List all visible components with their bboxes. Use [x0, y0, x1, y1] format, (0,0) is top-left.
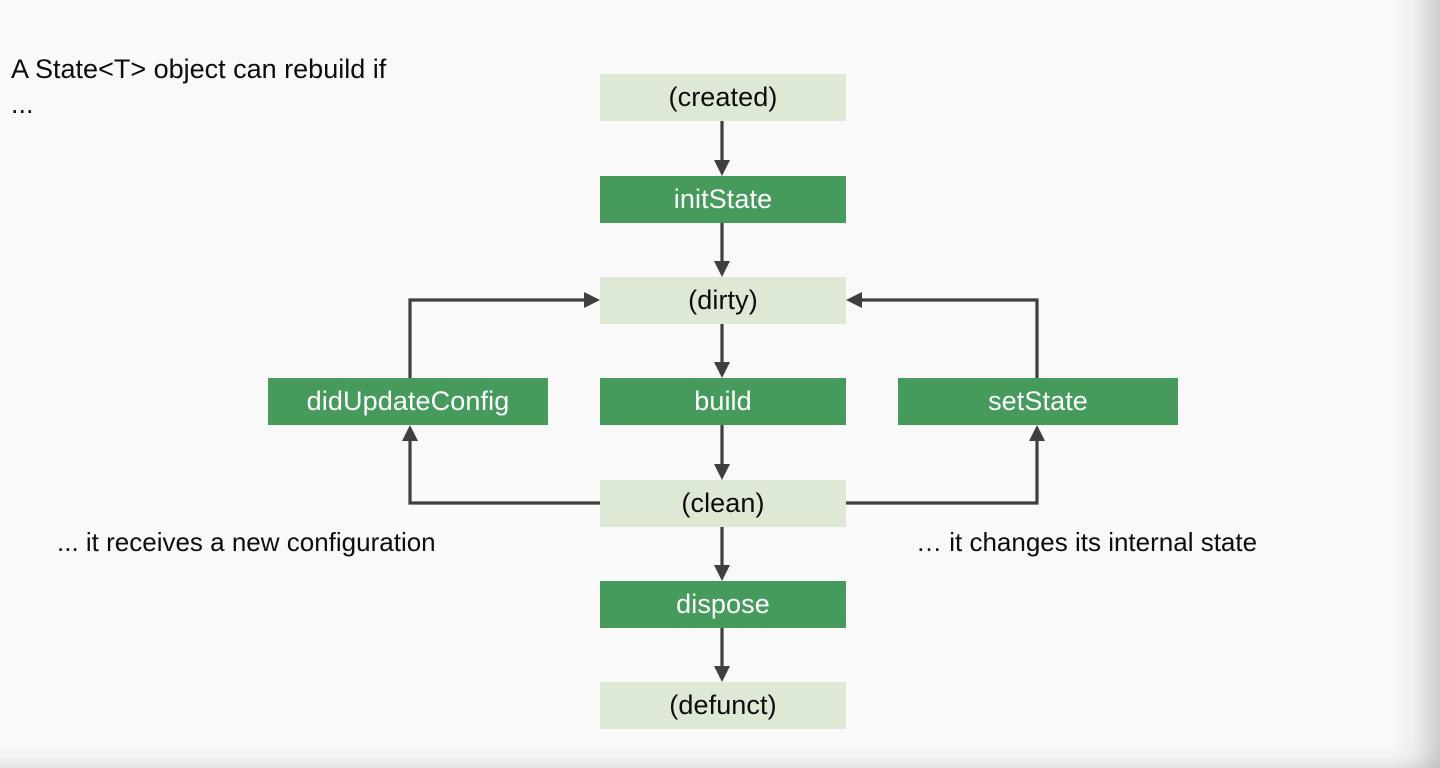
edge-clean-to-setState [846, 425, 1045, 505]
node-build[interactable]: build [600, 378, 846, 425]
edge-initState-to-dirty [714, 223, 730, 277]
node-dispose[interactable]: dispose [600, 581, 846, 628]
node-initState[interactable]: initState [600, 176, 846, 223]
edge-setState-to-dirty [846, 292, 1039, 378]
edge-clean-to-dispose [714, 527, 730, 581]
node-defunct[interactable]: (defunct) [600, 682, 846, 729]
node-didUpdateConfig[interactable]: didUpdateConfig [268, 378, 548, 425]
node-dirty[interactable]: (dirty) [600, 277, 846, 324]
edge-created-to-initState [714, 121, 730, 176]
node-created[interactable]: (created) [600, 74, 846, 121]
node-clean[interactable]: (clean) [600, 480, 846, 527]
edge-didUpdateConfig-to-dirty [408, 292, 600, 378]
node-setState[interactable]: setState [898, 378, 1178, 425]
slide-title: A State<T> object can rebuild if ... [11, 54, 387, 120]
edge-dispose-to-defunct [714, 628, 730, 682]
edge-clean-to-didUpdateConfig [402, 425, 600, 505]
caption-left: ... it receives a new configuration [57, 527, 436, 557]
edge-build-to-clean [714, 425, 730, 480]
edge-dirty-to-build [714, 324, 730, 378]
caption-right: … it changes its internal state [916, 527, 1258, 557]
